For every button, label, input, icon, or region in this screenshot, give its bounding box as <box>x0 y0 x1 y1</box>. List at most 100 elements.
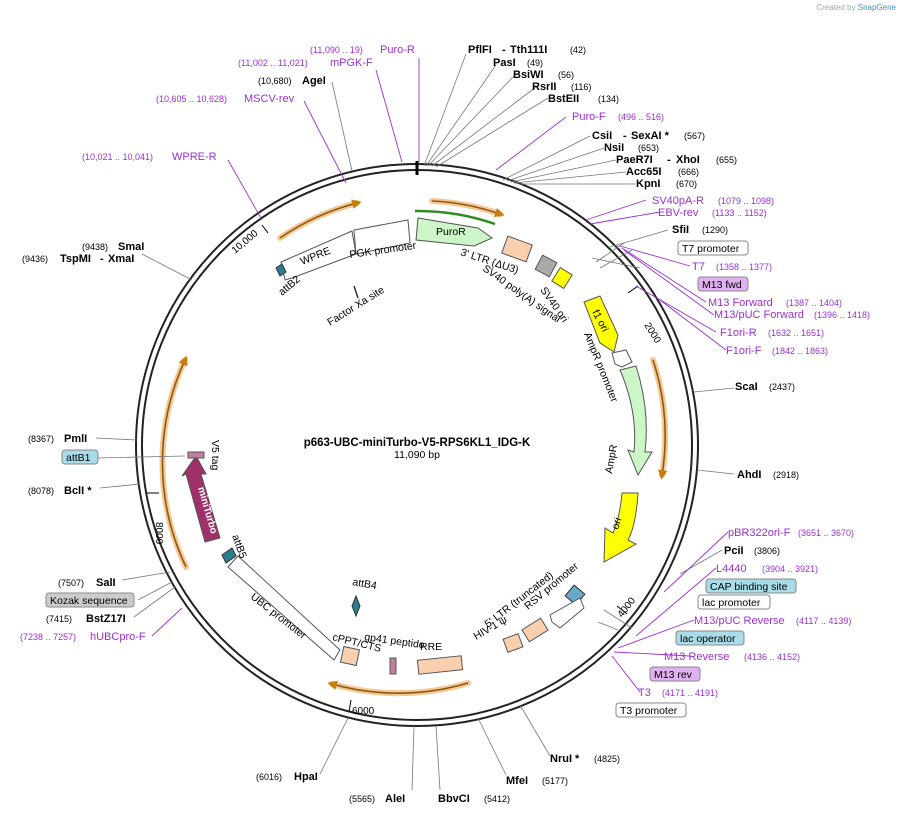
primer-m13-puc-forward: M13/pUC Forward(1396 .. 1418) <box>714 309 870 321</box>
svg-text:XmaI: XmaI <box>108 253 134 265</box>
svg-text:XhoI: XhoI <box>676 154 700 166</box>
svg-text:BstEII: BstEII <box>548 93 579 105</box>
primer-t3: T3(4171 .. 4191) <box>638 687 718 699</box>
svg-text:WPRE-R: WPRE-R <box>172 151 217 163</box>
box-t3-promoter: T3 promoter <box>615 702 687 718</box>
site-rsrii: RsrII(116) <box>532 81 591 93</box>
primer-puro-f: Puro-F(496 .. 516) <box>572 111 664 123</box>
svg-text:T7 promoter: T7 promoter <box>682 243 740 255</box>
svg-text:PaeR7I: PaeR7I <box>616 154 653 166</box>
svg-text:T3: T3 <box>638 687 651 699</box>
site-pflfi: PflFI-Tth111I(42) <box>468 44 586 56</box>
svg-text:(3904 .. 3921): (3904 .. 3921) <box>762 564 818 574</box>
svg-text:(1842 .. 1863): (1842 .. 1863) <box>772 346 828 356</box>
feature-miniturbo <box>181 455 221 543</box>
site-bstz17i: (7415)BstZ17I <box>46 613 126 625</box>
orf-arc-bottom-line <box>327 680 469 694</box>
svg-text:(7415): (7415) <box>46 614 72 624</box>
svg-text:pBR322ori-F: pBR322ori-F <box>728 527 791 539</box>
feature-rre <box>416 655 464 675</box>
svg-text:(7507): (7507) <box>58 578 84 588</box>
svg-text:CsiI: CsiI <box>592 130 612 142</box>
site-pcii: PciI (3806) <box>724 545 780 557</box>
site-bsiwi: BsiWI(56) <box>513 69 574 81</box>
site-scai: ScaI(2437) <box>735 381 795 393</box>
site-nsii: NsiI(653) <box>604 142 659 154</box>
feature-attb4 <box>351 594 361 618</box>
svg-text:SmaI: SmaI <box>118 241 144 253</box>
svg-text:(2918): (2918) <box>773 470 799 480</box>
svg-text:4000: 4000 <box>616 595 639 620</box>
tick-2000: 2000 <box>627 285 663 346</box>
svg-text:Acc65I: Acc65I <box>626 166 661 178</box>
svg-text:NsiI: NsiI <box>604 142 624 154</box>
svg-text:(3651 .. 3670): (3651 .. 3670) <box>798 528 854 538</box>
svg-text:MSCV-rev: MSCV-rev <box>244 93 295 105</box>
svg-text:-: - <box>502 44 506 56</box>
svg-text:AhdI: AhdI <box>737 469 761 481</box>
tick-8000: 8000 <box>147 492 164 545</box>
box-attb1: attB1 <box>61 449 99 465</box>
svg-text:(1632 .. 1651): (1632 .. 1651) <box>768 328 824 338</box>
svg-text:(1079 .. 1098): (1079 .. 1098) <box>718 196 774 206</box>
feature-wpre <box>280 230 357 281</box>
snapgene-credit: Created by SnapGene <box>816 3 896 12</box>
site-bbvci: BbvCI(5412) <box>438 793 510 805</box>
orf-arc-right-line <box>652 359 668 480</box>
box-m13-fwd: M13 fwd <box>697 276 749 292</box>
svg-text:SV40pA-R: SV40pA-R <box>652 195 704 207</box>
svg-text:(134): (134) <box>598 94 619 104</box>
svg-text:(10,021 .. 10,041): (10,021 .. 10,041) <box>82 152 153 162</box>
feature-pgk-promoter <box>353 219 411 255</box>
feature-5ltr <box>521 617 549 643</box>
site-tspmi: (9436)TspMI-XmaI <box>22 253 134 265</box>
feature-ampr-promoter <box>611 349 633 368</box>
orf-arc-left-line <box>161 355 188 568</box>
svg-text:EBV-rev: EBV-rev <box>658 207 699 219</box>
box-lac-operator: lac operator <box>675 630 745 646</box>
svg-text:(4825): (4825) <box>594 754 620 764</box>
site-sfii: SfiI(1290) <box>672 224 728 236</box>
svg-text:KpnI: KpnI <box>636 178 660 190</box>
primer-m13-forward: M13 Forward(1387 .. 1404) <box>708 297 842 309</box>
site-alei: (5565)AleI <box>349 793 405 805</box>
feature-cppt <box>339 645 361 667</box>
svg-text:PflFI: PflFI <box>468 44 492 56</box>
svg-text:(3806): (3806) <box>754 546 780 556</box>
svg-text:L4440: L4440 <box>716 563 747 575</box>
site-nrui: NruI *(4825) <box>550 753 620 765</box>
svg-text:AgeI: AgeI <box>302 75 326 87</box>
svg-text:(2437): (2437) <box>769 382 795 392</box>
primer-mscv-rev: (10,605 .. 10,628)MSCV-rev <box>156 93 295 105</box>
tick-6000: 6000 <box>348 699 375 717</box>
svg-text:PuroR: PuroR <box>436 226 466 238</box>
svg-text:Puro-R: Puro-R <box>380 44 415 56</box>
feature-f1ori <box>583 295 619 353</box>
svg-text:(1290): (1290) <box>702 225 728 235</box>
svg-text:-: - <box>100 253 104 265</box>
site-mfei: MfeI(5177) <box>506 775 568 787</box>
svg-text:mPGK-F: mPGK-F <box>330 57 373 69</box>
svg-text:V5 tag: V5 tag <box>209 440 221 471</box>
svg-text:(5412): (5412) <box>484 794 510 804</box>
site-bsteii: BstEII (134) <box>548 93 619 105</box>
svg-text:PmlI: PmlI <box>64 433 87 445</box>
primer-ebv-rev: EBV-rev(1133 .. 1152) <box>658 207 767 219</box>
plasmid-name: p663-UBC-miniTurbo-V5-RPS6KL1_IDG-K <box>304 437 531 449</box>
svg-text:(670): (670) <box>676 179 697 189</box>
svg-text:SexAI *: SexAI * <box>631 130 670 142</box>
orf-arc-top-right-line <box>431 200 505 217</box>
snapgene-brand: SnapGene <box>857 3 896 12</box>
svg-text:AleI: AleI <box>385 793 405 805</box>
svg-text:(8078): (8078) <box>28 486 54 496</box>
svg-text:M13 Forward: M13 Forward <box>708 297 773 309</box>
svg-text:PciI: PciI <box>724 545 744 557</box>
feature-gp41 <box>389 657 397 675</box>
site-pmli: (8367)PmlI <box>28 433 87 445</box>
svg-text:(1396 .. 1418): (1396 .. 1418) <box>814 310 870 320</box>
svg-text:SalI: SalI <box>96 577 116 589</box>
svg-text:(4117 .. 4139): (4117 .. 4139) <box>796 616 851 626</box>
plasmid-size: 11,090 bp <box>394 449 440 461</box>
svg-text:BsiWI: BsiWI <box>513 69 544 81</box>
svg-text:T3 promoter: T3 promoter <box>620 705 678 717</box>
